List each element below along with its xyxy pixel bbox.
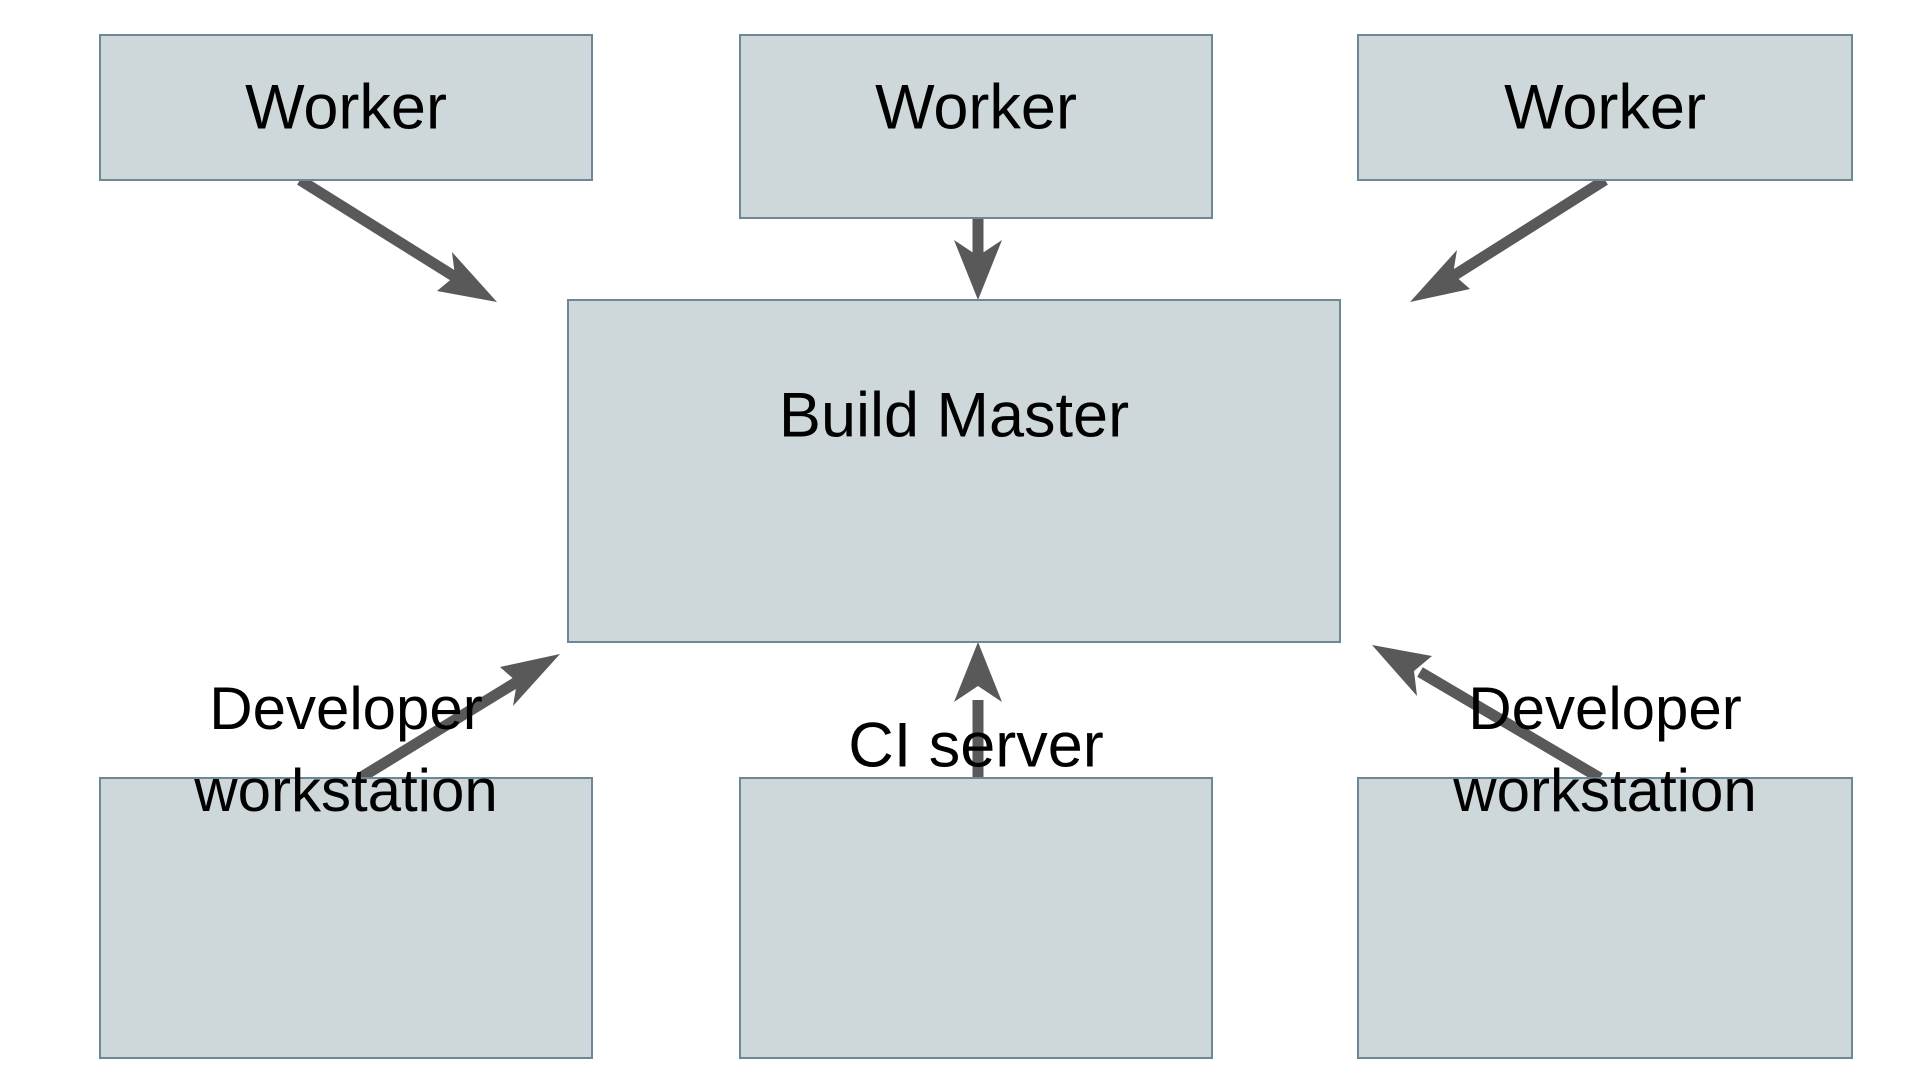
node-dev-right-rect[interactable] [1357,777,1853,1059]
node-build-master[interactable]: Build Master [567,299,1341,643]
node-worker-right[interactable]: Worker [1357,34,1853,181]
node-ci-server[interactable]: CI server [739,711,1213,1059]
edge-worker-left-to-master [297,175,497,302]
node-worker-left-rect[interactable] [99,34,593,181]
node-ci-server-rect[interactable] [739,777,1213,1059]
node-worker-left-label: Worker [245,73,447,143]
edge-worker-left-to-master-arrowhead [437,252,497,302]
node-dev-right[interactable]: Developer workstation [1357,675,1853,1059]
node-worker-left[interactable]: Worker [99,34,593,181]
edge-worker-right-to-master-arrowhead [1410,250,1470,302]
node-worker-center-label: Worker [875,73,1077,143]
edge-worker-left-to-master-line [297,175,463,285]
node-dev-right-label-line2: workstation [1452,757,1756,824]
edge-worker-right-to-master [1410,175,1608,302]
edge-ci-server-to-master [954,642,1002,778]
node-worker-center[interactable]: Worker [739,34,1213,219]
node-dev-right-label-line1: Developer [1468,675,1742,742]
node-worker-right-label: Worker [1504,73,1706,143]
edge-dev-left-to-master [357,654,560,783]
node-worker-right-rect[interactable] [1357,34,1853,181]
node-worker-center-rect[interactable] [739,34,1213,219]
edge-dev-right-to-master-line [1417,667,1603,783]
node-ci-server-label: CI server [848,711,1104,781]
edge-ci-server-to-master-arrowhead [954,642,1002,702]
edge-worker-center-to-master [954,218,1002,300]
edge-worker-right-to-master-line [1447,175,1608,283]
node-dev-left-rect[interactable] [99,777,593,1059]
edge-worker-center-to-master-arrowhead [954,240,1002,300]
edge-dev-right-to-master-arrowhead [1372,645,1432,696]
node-dev-left-label-line1: Developer [209,675,483,742]
edge-dev-right-to-master [1372,645,1603,783]
node-dev-left[interactable]: Developer workstation [99,675,593,1059]
node-build-master-label: Build Master [779,381,1129,451]
edge-dev-left-to-master-line [357,675,523,783]
edge-dev-left-to-master-arrowhead [500,654,560,706]
node-build-master-rect[interactable] [567,299,1341,643]
node-dev-left-label-line2: workstation [193,757,497,824]
